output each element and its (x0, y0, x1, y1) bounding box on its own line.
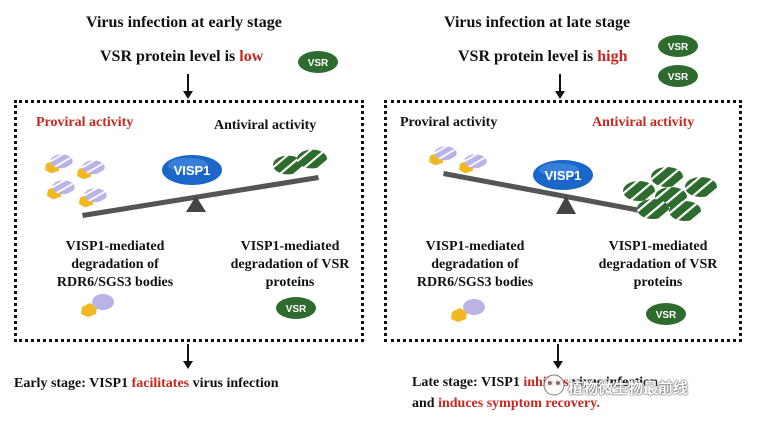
right-antiviral-label: Antiviral activity (592, 115, 695, 130)
left-proviral-label: Proviral activity (36, 115, 134, 130)
right-vsr-cluster (623, 167, 717, 221)
right-visp1-ellipse (533, 160, 593, 190)
right-bottom-arrow (553, 344, 563, 369)
left-seesaw (82, 175, 319, 218)
left-vsr-badge-label: VSR (286, 304, 307, 315)
left-conclusion: Early stage: VISP1 facilitates virus inf… (14, 376, 279, 391)
right-top-arrow (555, 74, 565, 99)
right-title: Virus infection at late stage (444, 14, 631, 31)
left-vsr-badge (276, 297, 316, 319)
left-vsr-cluster (272, 149, 328, 175)
right-dotted-box (384, 100, 742, 342)
watermark-logo-icon (543, 374, 565, 396)
left-dotted-box (14, 100, 364, 342)
right-rdr6-sgs3-bodies (429, 146, 487, 174)
right-top-vsr-label-2: VSR (668, 72, 689, 83)
right-top-vsr-badge-1 (658, 35, 698, 57)
right-vsr-badge (646, 303, 686, 325)
left-visp1-ellipse (162, 155, 222, 185)
left-vsr-level-text: VSR protein level is low (100, 48, 264, 65)
right-vsr-level-text: VSR protein level is high (458, 48, 628, 65)
left-visp1-label: VISP1 (174, 163, 211, 178)
left-mech-left: VISP1-mediated degradation of RDR6/SGS3 … (56, 239, 174, 290)
left-rdr6-sgs3-bodies (45, 154, 107, 208)
right-top-vsr-badge-2 (658, 65, 698, 87)
right-mech-right: VISP1-mediated degradation of VSR protei… (598, 239, 718, 290)
right-top-vsr-label-1: VSR (668, 42, 689, 53)
left-top-arrow (183, 74, 193, 99)
right-vsr-badge-label: VSR (656, 310, 677, 321)
left-body-icon (81, 294, 114, 317)
left-antiviral-label: Antiviral activity (214, 118, 317, 133)
left-mech-right: VISP1-mediated degradation of VSR protei… (230, 239, 350, 290)
right-seesaw (443, 171, 662, 217)
left-top-vsr-badge (298, 51, 338, 73)
right-visp1-label: VISP1 (545, 168, 582, 183)
right-body-icon (451, 299, 485, 322)
right-mech-left: VISP1-mediated degradation of RDR6/SGS3 … (416, 239, 534, 290)
left-vsr-level: low (239, 48, 264, 65)
right-vsr-level: high (597, 48, 628, 65)
left-top-vsr-label: VSR (308, 58, 329, 69)
left-title: Virus infection at early stage (86, 14, 282, 31)
watermark-text: 植物微生物最前线 (568, 379, 689, 397)
left-bottom-arrow (183, 344, 193, 369)
right-proviral-label: Proviral activity (400, 115, 498, 130)
